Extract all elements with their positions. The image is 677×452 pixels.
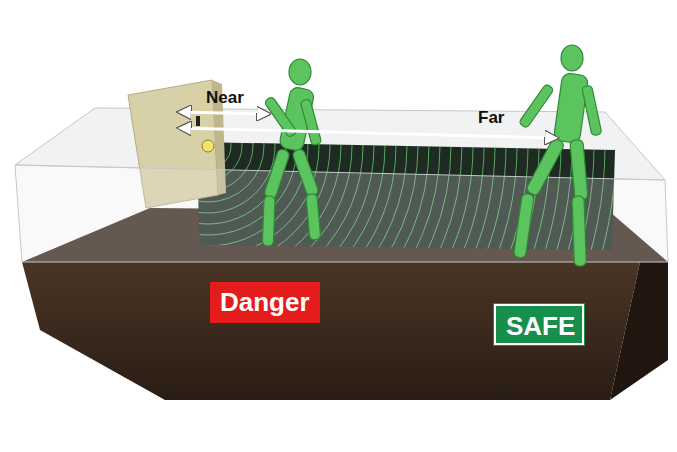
distance-label: Far — [478, 108, 504, 128]
node-label: Danger — [220, 287, 310, 318]
far-arrow — [178, 128, 558, 138]
field-arc — [31, 0, 385, 323]
safe-box: SAFE — [494, 304, 584, 345]
field-arc — [42, 0, 374, 312]
node-label: SAFE — [506, 311, 572, 342]
dirt-side — [610, 262, 668, 400]
walking-figure-far — [513, 45, 601, 266]
glass-front — [15, 165, 668, 262]
danger-box: Danger — [210, 282, 320, 323]
distance-label: Near — [206, 88, 244, 108]
sensor-mark — [196, 116, 200, 126]
walking-figure-near — [262, 59, 321, 246]
near-arrow — [178, 112, 270, 114]
dirt-front — [22, 262, 640, 400]
sensor-point — [202, 140, 214, 152]
